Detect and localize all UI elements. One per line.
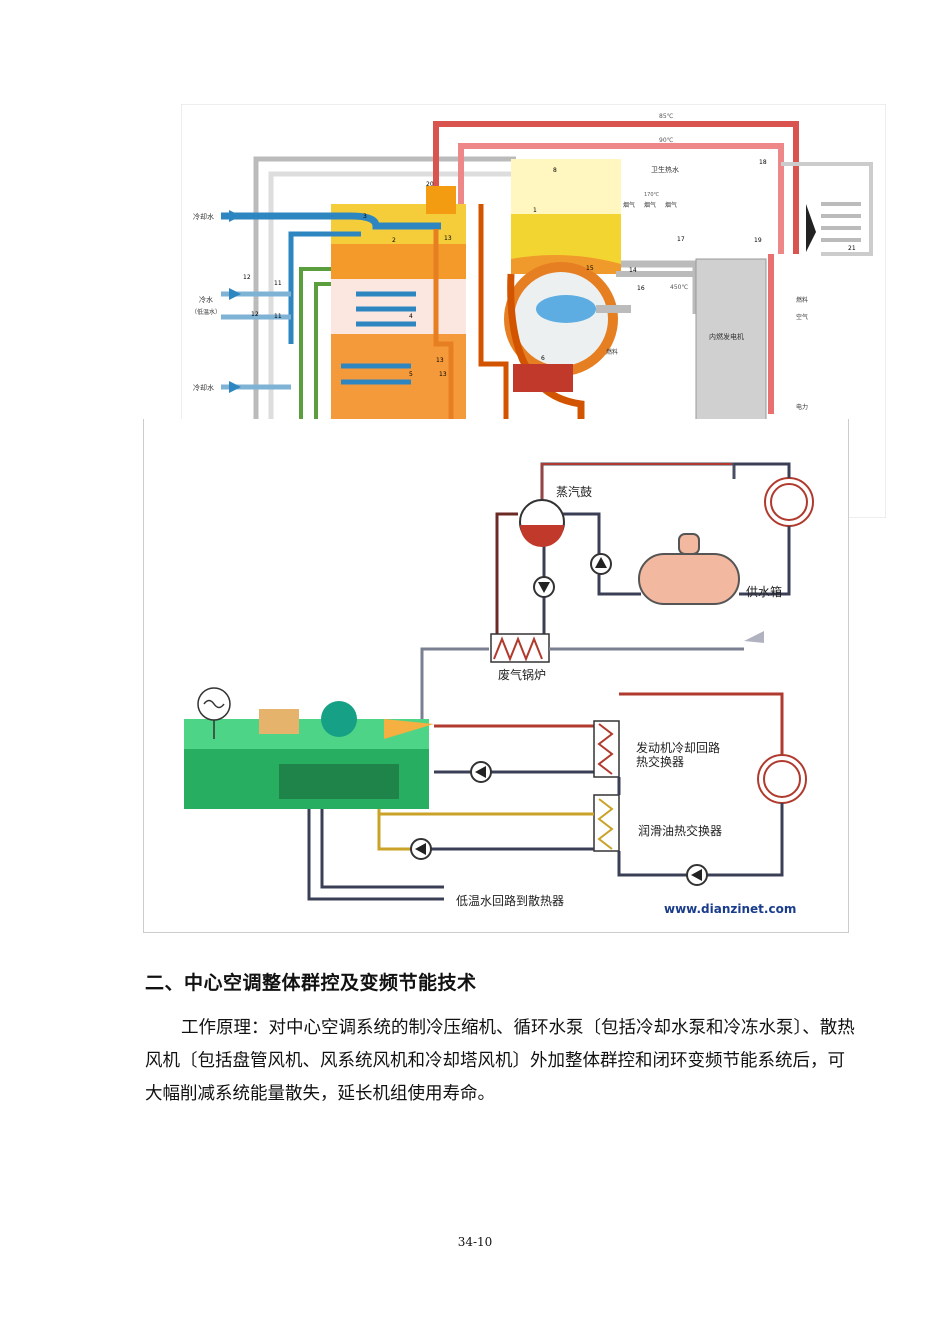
label-engine-hx-line2: 热交换器 bbox=[636, 754, 684, 769]
section-heading: 二、中心空调整体群控及变频节能技术 bbox=[145, 972, 477, 994]
num-3: 3 bbox=[363, 213, 367, 220]
generator-set bbox=[184, 701, 434, 809]
num-16: 16 bbox=[637, 285, 645, 292]
label-temp-170: 170℃ bbox=[644, 192, 660, 198]
waste-heat-recovery-figure: 蒸汽鼓 供水箱 废气锅炉 发动机冷却回路 热交换器 润滑油热交换器 低温水回路到… bbox=[143, 419, 849, 933]
label-supply-tank: 供水箱 bbox=[746, 584, 782, 599]
label-fuel-engine: 燃料 bbox=[796, 296, 808, 304]
section-paragraph: 工作原理：对中心空调系统的制冷压缩机、循环水泵〔包括冷却水泵和冷冻水泵〕、散热风… bbox=[145, 1018, 855, 1104]
label-cooling-water-in: 冷却水 bbox=[193, 383, 214, 392]
label-power: 电力 bbox=[796, 403, 808, 411]
num-13a: 13 bbox=[444, 235, 452, 242]
waste-boiler bbox=[490, 633, 550, 663]
label-cold-water: 冷水 bbox=[199, 295, 213, 304]
heat-consumer-bottom bbox=[757, 754, 807, 804]
oil-heat-exchanger bbox=[593, 794, 620, 852]
engine-heat-exchanger bbox=[593, 720, 620, 778]
num-20: 20 bbox=[426, 181, 434, 188]
label-cold-water-sub: （低温水） bbox=[191, 308, 221, 316]
num-11a: 11 bbox=[274, 280, 282, 287]
page-number: 34-10 bbox=[457, 1235, 493, 1249]
num-8: 8 bbox=[553, 167, 557, 174]
num-17: 17 bbox=[677, 236, 685, 243]
label-engine-hx-line1: 发动机冷却回路 bbox=[636, 740, 720, 755]
num-19: 19 bbox=[754, 237, 762, 244]
label-temp-90: 90℃ bbox=[659, 137, 674, 144]
pump-oil-loop bbox=[410, 838, 432, 860]
num-6: 6 bbox=[541, 355, 545, 362]
num-11b: 11 bbox=[274, 313, 282, 320]
num-1: 1 bbox=[533, 207, 537, 214]
num-5: 5 bbox=[409, 371, 413, 378]
label-low-temp-loop: 低温水回路到散热器 bbox=[456, 893, 564, 908]
num-18: 18 bbox=[759, 159, 767, 166]
num-13c: 13 bbox=[439, 371, 447, 378]
pump-feed bbox=[590, 553, 612, 575]
num-15: 15 bbox=[586, 265, 594, 272]
pump-engine-loop bbox=[470, 761, 492, 783]
num-12b: 12 bbox=[251, 311, 259, 318]
watermark: www.dianzinet.com bbox=[664, 902, 796, 916]
radiator-coil bbox=[821, 202, 861, 242]
label-cooling-water-out: 冷却水 bbox=[193, 212, 214, 221]
heat-consumer-top bbox=[764, 477, 814, 527]
label-engine: 内燃发电机 bbox=[709, 332, 744, 341]
label-flue-1: 烟气 bbox=[623, 201, 635, 209]
supply-tank bbox=[638, 533, 740, 605]
pump-return bbox=[686, 864, 708, 886]
label-oil-hx: 润滑油热交换器 bbox=[638, 823, 722, 838]
label-flue-2: 烟气 bbox=[644, 201, 656, 209]
num-12a: 12 bbox=[243, 274, 251, 281]
label-hot-water: 卫生热水 bbox=[651, 165, 679, 174]
num-14: 14 bbox=[629, 267, 637, 274]
num-13b: 13 bbox=[436, 357, 444, 364]
label-flue-3: 烟气 bbox=[665, 201, 677, 209]
label-waste-boiler: 废气锅炉 bbox=[498, 667, 546, 682]
label-temp-450: 450℃ bbox=[670, 284, 688, 291]
num-2: 2 bbox=[392, 237, 396, 244]
num-4: 4 bbox=[409, 313, 413, 320]
label-temp-85: 85℃ bbox=[659, 113, 674, 120]
label-fuel-burner: 燃料 bbox=[606, 348, 618, 356]
num-21: 21 bbox=[848, 245, 856, 252]
label-steam-drum: 蒸汽鼓 bbox=[556, 484, 592, 499]
label-air: 空气 bbox=[796, 313, 808, 321]
pump-boiler bbox=[533, 576, 555, 598]
